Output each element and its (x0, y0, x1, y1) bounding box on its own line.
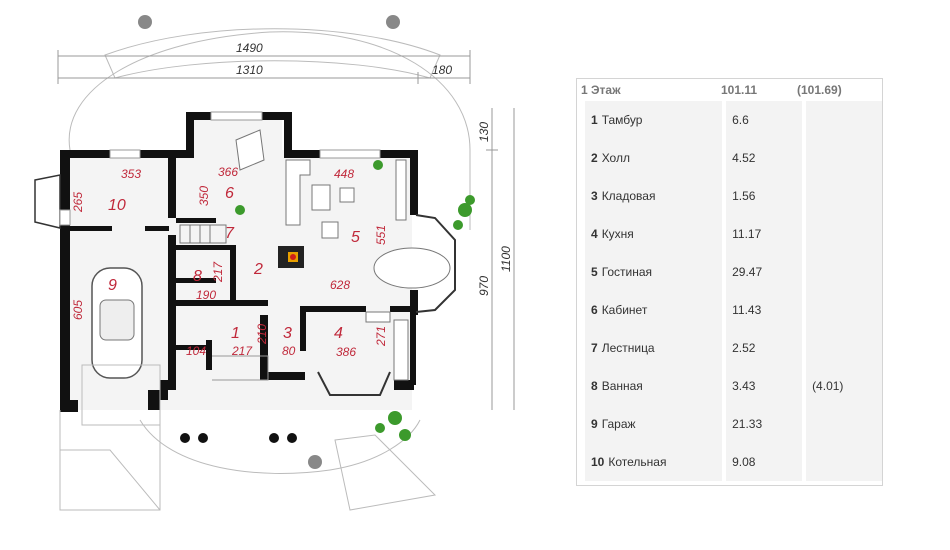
dim-top-side: 180 (432, 63, 452, 77)
dim-271: 271 (374, 326, 388, 347)
room-area: 29.47 (726, 253, 803, 291)
room-number-4: 4 (334, 325, 343, 342)
dim-190: 190 (196, 288, 216, 302)
dim-80: 80 (282, 344, 296, 358)
room-area-alt (806, 101, 882, 139)
room-number-10: 10 (108, 197, 126, 214)
dim-217-horizontal: 217 (231, 344, 253, 358)
dim-right-main: 970 (477, 276, 491, 296)
room-area: 3.43 (726, 367, 803, 405)
dim-605: 605 (71, 300, 85, 320)
dim-366: 366 (218, 165, 238, 179)
room-num: 8 (591, 379, 598, 393)
room-area: 2.52 (726, 329, 803, 367)
floor-label: 1 Этаж (581, 83, 621, 97)
room-name: Гостиная (601, 265, 653, 279)
room-number-8: 8 (193, 268, 202, 285)
room-number-1: 1 (231, 325, 240, 342)
dim-353: 353 (121, 167, 141, 181)
room-number-3: 3 (283, 325, 292, 342)
room-area-alt: (4.01) (806, 367, 882, 405)
room-area: 11.17 (726, 215, 803, 253)
plant-icon (235, 160, 475, 441)
room-num: 6 (591, 303, 598, 317)
room-area: 11.43 (726, 291, 803, 329)
room-num: 9 (591, 417, 598, 431)
dim-386: 386 (336, 345, 356, 359)
room-area: 4.52 (726, 139, 803, 177)
room-number-5: 5 (351, 229, 360, 246)
room-area-alt (806, 405, 882, 443)
dim-right-top: 130 (477, 122, 491, 142)
room-num: 4 (591, 227, 598, 241)
room-area: 6.6 (726, 101, 803, 139)
room-name: Холл (601, 151, 630, 165)
walls (60, 112, 418, 412)
room-area-alt (806, 443, 882, 481)
room-area-alt (806, 253, 882, 291)
total-area: 101.11 (721, 83, 758, 97)
room-number-2: 2 (253, 261, 263, 278)
car-icon (91, 267, 143, 379)
room-area-alt (806, 177, 882, 215)
floor-plan: 1490 1310 180 130 1100 970 (34, 15, 515, 511)
room-name: Кабинет (601, 303, 648, 317)
room-num: 2 (591, 151, 598, 165)
dim-551: 551 (374, 225, 388, 245)
dim-210: 210 (255, 324, 269, 345)
room-num: 7 (591, 341, 598, 355)
room-name: Кухня (601, 227, 634, 241)
room-number-6: 6 (225, 185, 234, 202)
room-area-alt (806, 291, 882, 329)
dim-448: 448 (334, 167, 354, 181)
room-area-alt (806, 215, 882, 253)
table-header: 1 Этаж 101.11 (101.69) (577, 79, 882, 101)
room-name: Гараж (601, 417, 636, 431)
room-area: 1.56 (726, 177, 803, 215)
room-area-alt (806, 329, 882, 367)
dim-top-total: 1490 (236, 41, 263, 55)
dim-right-total: 1100 (499, 246, 513, 272)
room-area: 21.33 (726, 405, 803, 443)
room-num: 3 (591, 189, 598, 203)
room-num: 5 (591, 265, 598, 279)
dim-628: 628 (330, 278, 350, 292)
dim-104: 104 (186, 344, 206, 358)
room-num: 10 (591, 455, 605, 469)
room-number-7: 7 (225, 225, 235, 242)
room-name: Ванная (601, 379, 643, 393)
total-area-alt: (101.69) (797, 83, 842, 97)
dim-top-main: 1310 (236, 63, 263, 77)
room-area-alt (806, 139, 882, 177)
dim-350: 350 (197, 186, 211, 206)
dim-265: 265 (71, 192, 85, 213)
floor-plan-drawing: 1490 1310 180 130 1100 970 (34, 15, 515, 511)
room-area: 9.08 (726, 443, 803, 481)
room-number-9: 9 (108, 277, 117, 294)
room-name: Кладовая (601, 189, 656, 203)
room-name: Лестница (601, 341, 655, 355)
room-num: 1 (591, 113, 598, 127)
room-name: Тамбур (601, 113, 643, 127)
room-name: Котельная (608, 455, 667, 469)
dim-217-vertical: 217 (211, 261, 225, 283)
